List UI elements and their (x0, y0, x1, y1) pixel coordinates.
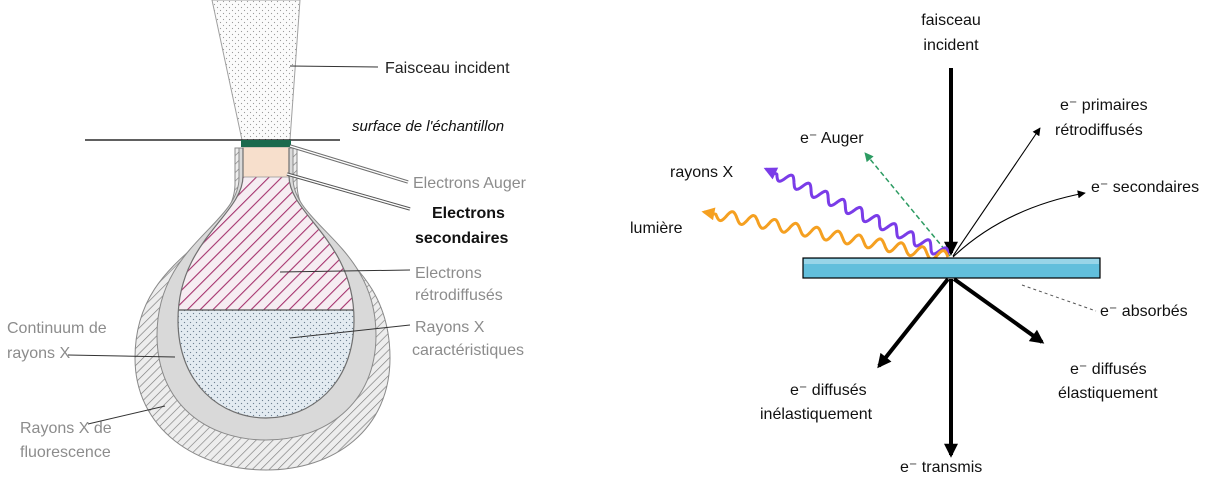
incident-beam-label-line1: faisceau (921, 12, 981, 29)
interaction-pear-diagram: Faisceau incident surface de l'échantill… (7, 0, 527, 471)
fluorescence-label-line1: Rayons X de (20, 420, 112, 437)
secondary-label-line2: secondaires (415, 230, 508, 247)
inelastic-scattered-arrow (877, 277, 950, 369)
backscattered-label-line1: e⁻ primaires (1060, 97, 1148, 114)
secondary-label-line1: Electrons (432, 205, 505, 222)
absorbed-label: e⁻ absorbés (1100, 303, 1188, 320)
incident-beam-leader (289, 65, 379, 68)
backscattered-label-line2: rétrodiffusés (415, 287, 503, 304)
secondary-label: e⁻ secondaires (1091, 179, 1199, 196)
absorbed-electrons-leader (1021, 284, 1097, 312)
secondary-electrons-arrow (952, 190, 1086, 258)
backscattered-label-line1: Electrons (415, 265, 482, 282)
elastic-scattered-arrow (952, 277, 1045, 344)
backscattered-electrons-arrow (952, 127, 1041, 257)
auger-label: e⁻ Auger (800, 130, 864, 147)
fluorescence-leader (87, 405, 166, 425)
elastic-label-line2: élastiquement (1058, 385, 1158, 402)
auger-label: Electrons Auger (413, 175, 527, 192)
backscattered-leader (279, 269, 411, 273)
xray-wave (763, 167, 950, 256)
continuum-label-line2: rayons X (7, 345, 70, 362)
elastic-label-line1: e⁻ diffusés (1070, 361, 1147, 378)
emitted-signals-diagram: faisceau incident e⁻ primaires rétrodiff… (630, 12, 1199, 476)
inelastic-label-line1: e⁻ diffusés (790, 382, 867, 399)
surface-band (241, 140, 291, 147)
incident-beam-label: Faisceau incident (385, 60, 510, 77)
inelastic-label-line2: inélastiquement (760, 406, 873, 423)
transmitted-label: e⁻ transmis (900, 459, 982, 476)
light-label: lumière (630, 220, 683, 237)
light-wave (701, 207, 950, 261)
secondary-leader-inner (286, 173, 411, 210)
auger-leader-inner (289, 145, 409, 183)
characteristic-xray-label-line2: caractéristiques (412, 342, 524, 359)
incident-beam-label-line2: incident (923, 37, 979, 54)
auger-electrons-arrow (864, 152, 951, 257)
continuum-label-line1: Continuum de (7, 320, 107, 337)
sample-slab (802, 257, 1101, 279)
auger-region (242, 146, 290, 178)
incident-beam-cone (211, 0, 301, 141)
surface-label: surface de l'échantillon (352, 118, 504, 135)
characteristic-xray-leader (289, 324, 411, 339)
inner-region-outline (177, 148, 355, 419)
fluorescence-label-line2: fluorescence (20, 444, 111, 461)
characteristic-xray-label-line1: Rayons X (415, 319, 485, 336)
sample-slab-highlight (804, 259, 1099, 264)
continuum-leader (67, 354, 176, 358)
xray-label: rayons X (670, 164, 733, 181)
backscattered-label-line2: rétrodiffusés (1055, 122, 1143, 139)
